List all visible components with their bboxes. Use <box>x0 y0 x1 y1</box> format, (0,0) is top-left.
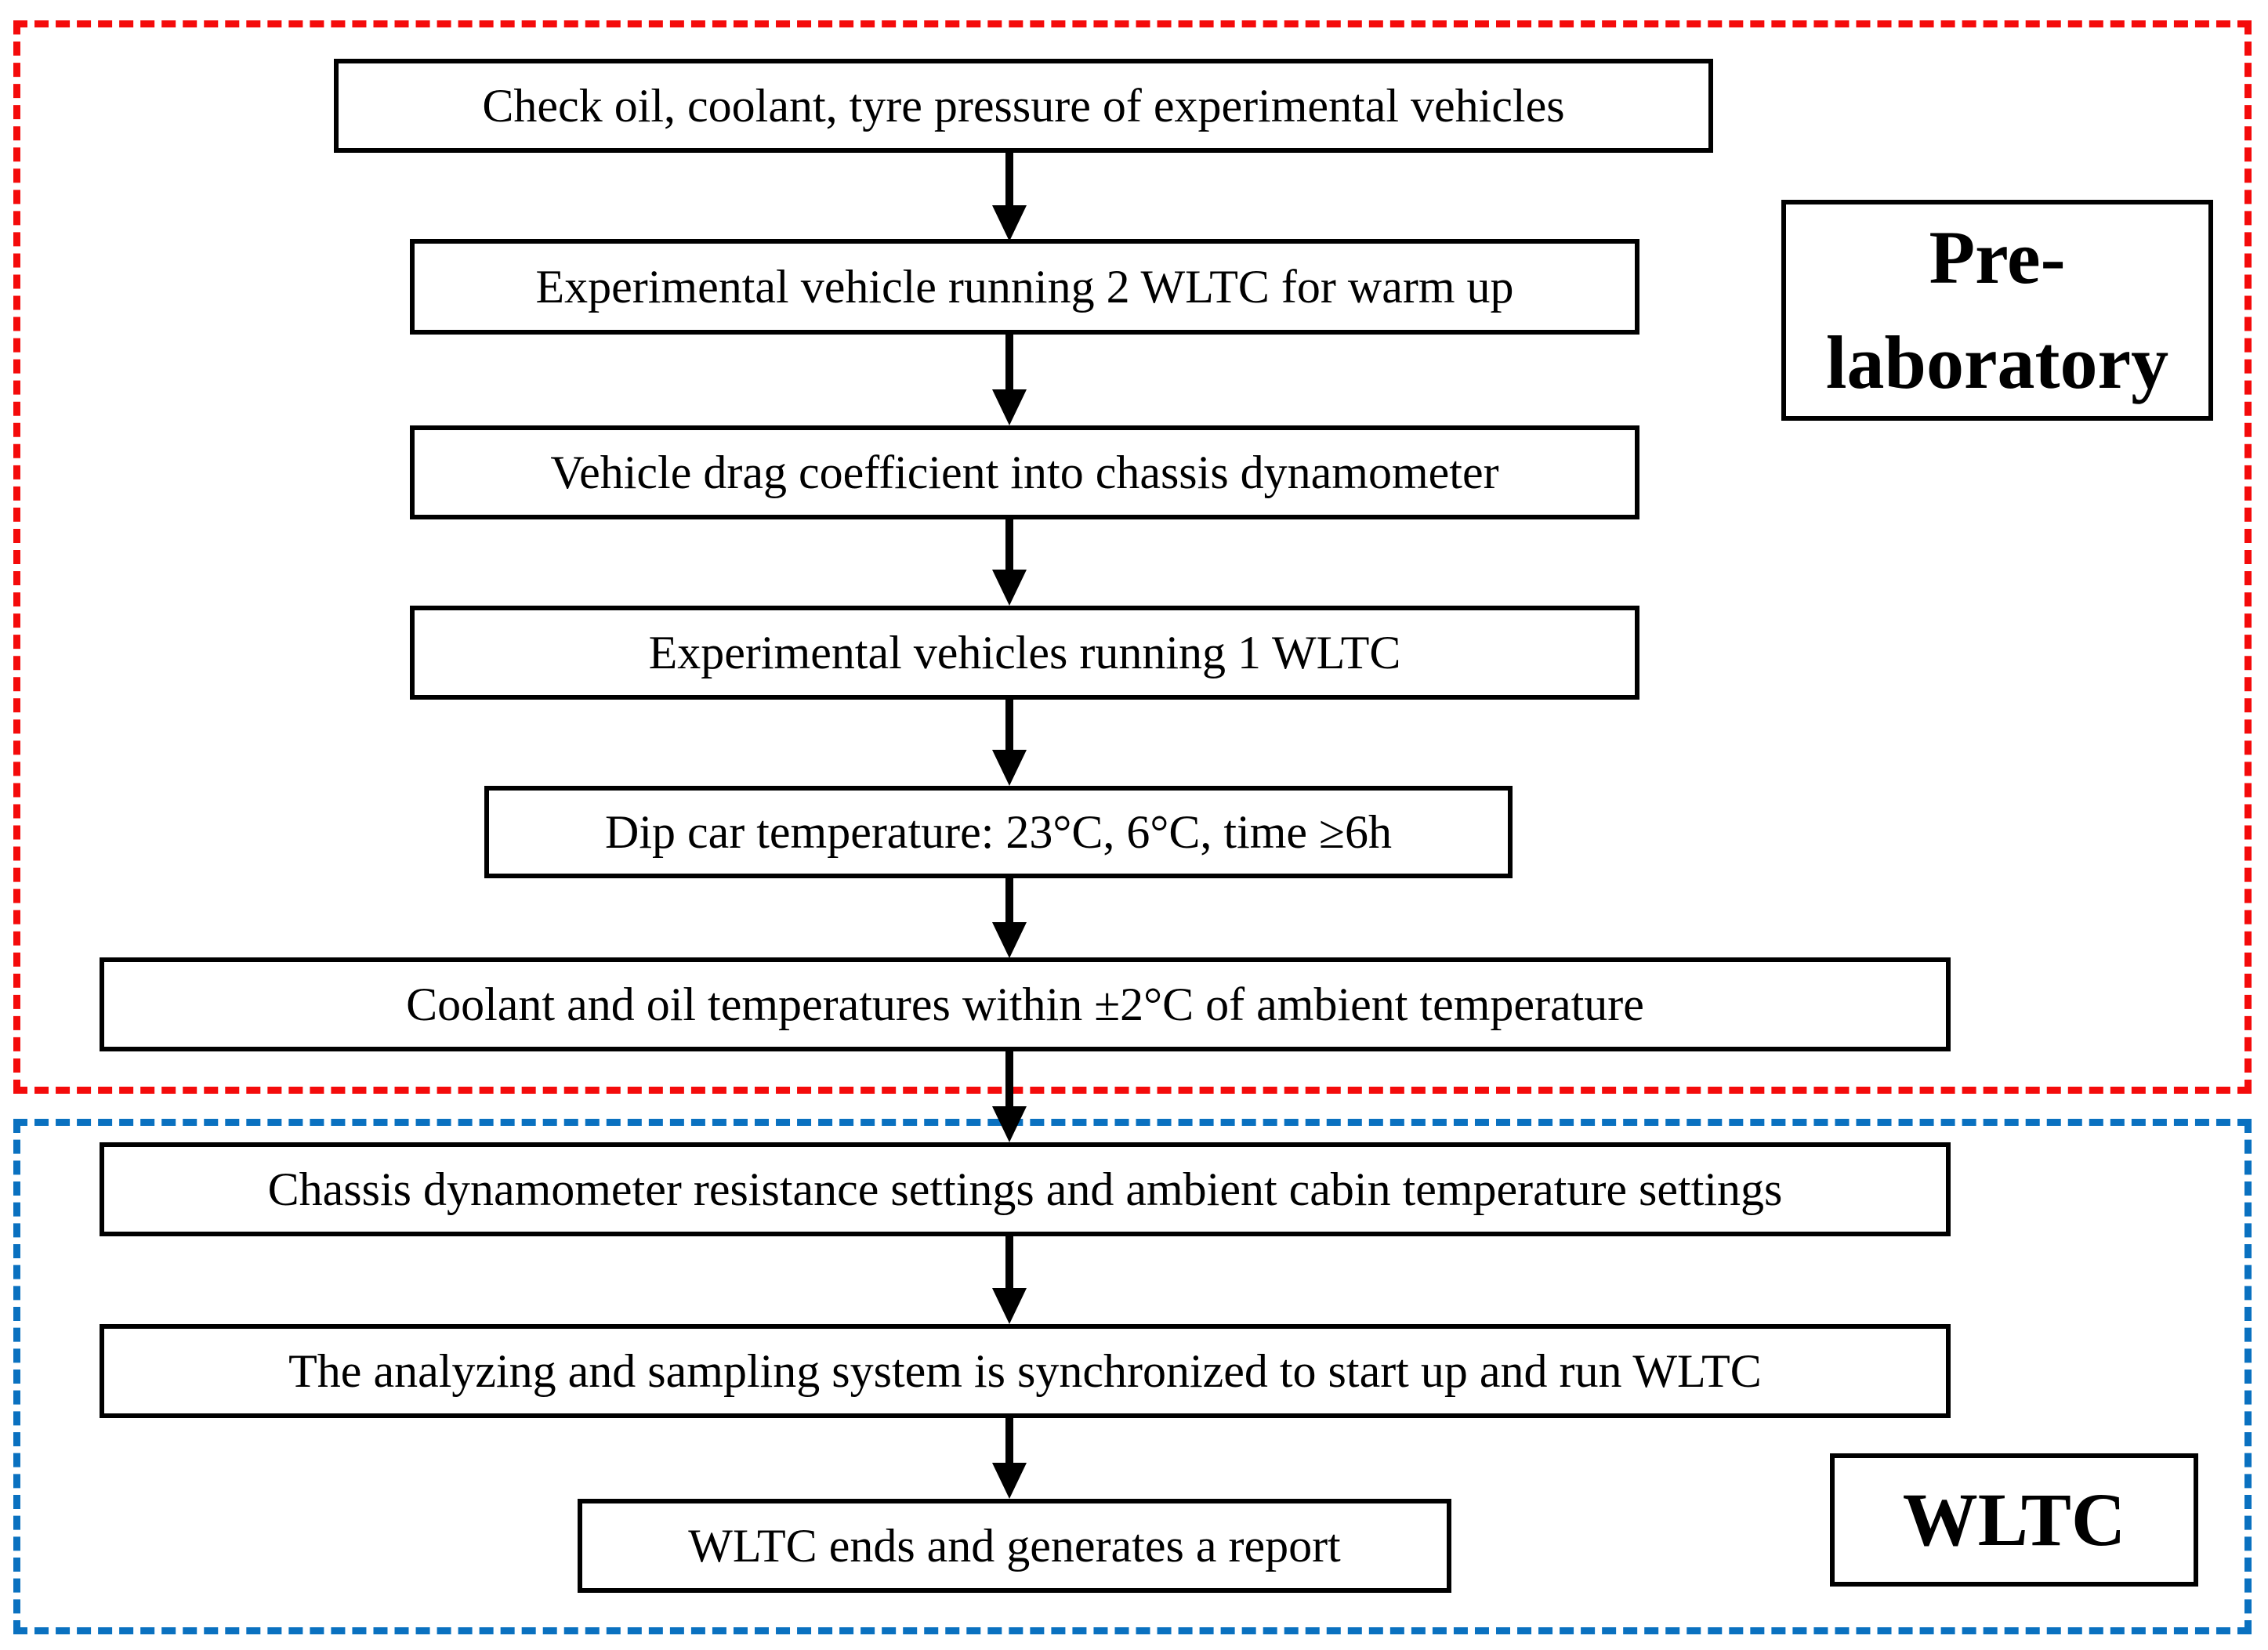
flow-arrow-7-down-icon <box>992 1236 1027 1324</box>
arrow-shaft <box>1005 877 1013 925</box>
arrow-head-icon <box>992 1106 1027 1142</box>
wltc-region-outline <box>13 1119 2252 1634</box>
flow-step-analyzing-sampling-sync: The analyzing and sampling system is syn… <box>100 1324 1951 1418</box>
arrow-head-icon <box>992 1288 1027 1324</box>
flow-step-check-oil: Check oil, coolant, tyre pressure of exp… <box>334 59 1713 153</box>
arrow-head-icon <box>992 1463 1027 1499</box>
arrow-shaft <box>1005 1051 1013 1109</box>
arrow-shaft <box>1005 1236 1013 1291</box>
pre-laboratory-label-line1: Pre- <box>1929 215 2066 299</box>
arrow-head-icon <box>992 205 1027 241</box>
flow-step-run-1wltc: Experimental vehicles running 1 WLTC <box>410 606 1639 700</box>
flow-step-drag-coefficient: Vehicle drag coefficient into chassis dy… <box>410 425 1639 519</box>
arrow-shaft <box>1005 153 1013 208</box>
flow-arrow-4-down-icon <box>992 700 1027 786</box>
wltc-label-box: WLTC <box>1830 1453 2198 1587</box>
arrow-shaft <box>1005 519 1013 573</box>
flow-arrow-6-region-crossing-down-icon <box>992 1051 1027 1142</box>
wltc-label-text: WLTC <box>1902 1477 2126 1561</box>
flow-arrow-2-down-icon <box>992 335 1027 425</box>
arrow-head-icon <box>992 389 1027 425</box>
flow-arrow-3-down-icon <box>992 519 1027 606</box>
flow-arrow-8-down-icon <box>992 1418 1027 1499</box>
arrow-head-icon <box>992 922 1027 958</box>
pre-laboratory-region-outline <box>13 20 2252 1094</box>
arrow-head-icon <box>992 750 1027 786</box>
flow-step-dyno-resistance-settings: Chassis dynamometer resistance settings … <box>100 1142 1951 1236</box>
flow-step-coolant-oil-temperature: Coolant and oil temperatures within ±2°C… <box>100 957 1951 1051</box>
pre-laboratory-label-line2: laboratory <box>1825 320 2169 404</box>
flow-step-dip-car-temperature: Dip car temperature: 23°C, 6°C, time ≥6h <box>484 786 1513 878</box>
arrow-shaft <box>1005 700 1013 753</box>
flow-step-warm-up-2wltc: Experimental vehicle running 2 WLTC for … <box>410 239 1639 335</box>
pre-laboratory-label-box: Pre- laboratory <box>1781 200 2213 421</box>
flow-step-wltc-report: WLTC ends and generates a report <box>578 1499 1451 1593</box>
flow-arrow-5-down-icon <box>992 877 1027 958</box>
flow-arrow-1-down-icon <box>992 153 1027 241</box>
arrow-shaft <box>1005 1418 1013 1466</box>
arrow-head-icon <box>992 570 1027 606</box>
arrow-shaft <box>1005 335 1013 393</box>
